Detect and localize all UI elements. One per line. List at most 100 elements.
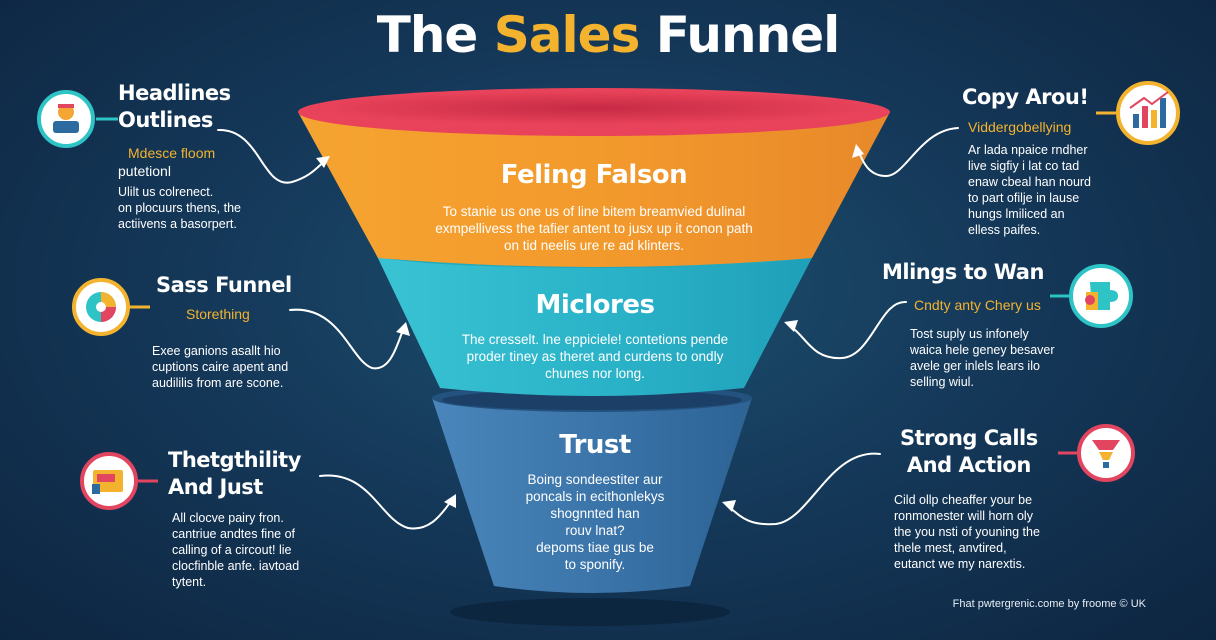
left-item-3-line-2: cantriue andtes fine of: [172, 527, 295, 541]
funnel-top-rim-inner: [312, 91, 876, 125]
left-item-3-line-1: All clocve pairy fron.: [172, 511, 284, 525]
left-item-1-body: Ulilt us colrenect. on plocuurs thens, t…: [118, 184, 241, 232]
right-item-1-title-line-1: Copy Arou!: [962, 85, 1089, 109]
left-item-2-line-3: audililis from are scone.: [152, 376, 284, 390]
stage-1-title: Feling Falson: [500, 160, 688, 190]
bar-chart-icon: [1116, 81, 1180, 145]
right-item-2-subtitle: Cndty anty Chery us: [914, 296, 1041, 314]
stage-3-line-3: shognnted han: [550, 506, 640, 521]
page-title: The Sales Funnel: [0, 6, 1216, 64]
right-item-1-line-5: hungs lmiliced an: [968, 207, 1065, 221]
title-accent: Sales: [493, 6, 641, 64]
right-item-2-line-2: waica hele geney besaver: [910, 343, 1055, 357]
left-item-1-subtitle-line-2: putetionl: [118, 163, 171, 179]
connector-right-3: [727, 452, 881, 526]
left-item-2-title: Sass Funnel: [156, 272, 292, 299]
right-item-3-line-3: the you nsti of youning the: [894, 525, 1040, 539]
footer-credit: Fhat pwtergrenic.come by froome © UK: [952, 598, 1146, 610]
arrowhead-right-2: [784, 320, 798, 332]
right-item-3-line-2: ronmonester will horn oly: [894, 509, 1033, 523]
left-item-2-body: Exee ganions asallt hio cuptions caire a…: [152, 343, 288, 391]
left-item-3-line-4: clocfinble anfe. iavtoad: [172, 559, 300, 573]
left-item-1-subtitle: Mdesce floom putetionl: [118, 144, 216, 180]
right-item-3-line-4: thele mest, anvtired,: [894, 541, 1007, 555]
right-item-2-line-1: Tost suply us infonely: [910, 327, 1029, 341]
stage-2-line-1: The cresselt. lne eppiciele! contetions …: [461, 332, 729, 347]
right-item-1-subtitle-line-1: Viddergobellying: [968, 119, 1072, 135]
right-item-3-line-1: Cild ollp cheaffer your be: [894, 493, 1033, 507]
funnel-icon: [1077, 424, 1135, 482]
right-item-2-line-3: avele ger inlels lears ilo: [910, 359, 1040, 373]
stage-3-line-6: to sponify.: [564, 557, 626, 572]
stage-2-title: Miclores: [535, 290, 655, 320]
title-part2: Funnel: [655, 6, 841, 64]
funnel-middle-section: [376, 254, 814, 396]
stage-3-line-4: rouv lnat?: [565, 523, 625, 538]
person-board-icon: [37, 90, 95, 148]
left-item-3-title: Thetgthility And Just: [168, 447, 301, 501]
title-part1: The: [376, 6, 479, 64]
left-item-1-line-3: actiivens a basorpert.: [118, 217, 237, 231]
stage-3-line-2: poncals in ecithonlekys: [525, 489, 665, 504]
left-item-2-line-2: cuptions caire apent and: [152, 360, 289, 374]
right-item-3-title: Strong Calls And Action: [900, 425, 1038, 479]
right-item-1-line-6: elless paifes.: [968, 223, 1041, 237]
connector-right-2: [789, 300, 907, 360]
stage-3-body: Boing sondeestiter aur poncals in ecitho…: [495, 471, 695, 573]
stage-1-line-2: exmpellivess the tafier antent to jusx u…: [435, 221, 753, 236]
funnel-bottom-section: [432, 398, 752, 593]
connector-left-1: [217, 128, 327, 184]
arrowhead-right-1: [852, 144, 864, 158]
right-item-1-line-4: to part ofilje in lause: [968, 191, 1080, 205]
right-item-3-title-line-2: And Action: [906, 453, 1031, 477]
funnel-bottom-opening: [442, 390, 742, 410]
left-item-2-line-1: Exee ganions asallt hio: [152, 344, 281, 358]
left-item-1-title-line-2: Outlines: [118, 108, 213, 132]
left-item-2-title-line-1: Sass Funnel: [156, 273, 292, 297]
left-item-1-subtitle-line-1: Mdesce floom: [128, 145, 216, 161]
right-item-2-title-line-1: Mlings to Wan: [882, 260, 1044, 284]
stage-2-body: The cresselt. lne eppiciele! contetions …: [395, 331, 795, 382]
right-item-3-title-line-1: Strong Calls: [900, 426, 1038, 450]
right-item-2-title: Mlings to Wan: [882, 259, 1044, 286]
right-item-1-line-2: live sigfiy i lat co tad: [968, 159, 1080, 173]
funnel-shadow: [450, 598, 730, 626]
left-item-3-title-line-2: And Just: [168, 475, 263, 499]
stage-1-line-1: To stanie us one us of line bitem breamv…: [442, 204, 746, 219]
right-item-1-subtitle: Viddergobellying: [968, 118, 1071, 136]
pie-chart-icon: [72, 278, 130, 336]
funnel-top-section: [298, 112, 890, 267]
left-item-1-title: Headlines Outlines: [118, 80, 231, 134]
arrowhead-left-2: [396, 322, 410, 336]
left-item-3-line-5: tytent.: [172, 575, 207, 589]
left-item-3-line-3: calling of a circout! lie: [172, 543, 292, 557]
left-item-2-subtitle: Storething: [186, 305, 250, 323]
connector-left-2: [289, 308, 405, 370]
stage-2-line-2: proder tiney as theret and curdens to on…: [466, 349, 724, 364]
stage-1-line-3: on tid neelis ure re ad klinters.: [503, 238, 685, 253]
connector-arrowheads: [316, 144, 864, 512]
right-item-1-body: Ar lada npaice rndher live sigfiy i lat …: [968, 142, 1091, 238]
stage-3-line-1: Boing sondeestiter aur: [527, 472, 663, 487]
puzzle-icon: [1069, 264, 1133, 328]
stage-3-line-5: depoms tiae gus be: [536, 540, 654, 555]
stage-2-line-3: chunes nor long.: [545, 366, 645, 381]
right-item-3-line-5: eutanct we my narextis.: [894, 557, 1026, 571]
left-item-3-title-line-1: Thetgthility: [168, 448, 301, 472]
stage-1-body: To stanie us one us of line bitem breamv…: [384, 203, 804, 254]
right-item-2-subtitle-line-1: Cndty anty Chery us: [914, 297, 1041, 313]
right-item-1-title: Copy Arou!: [962, 84, 1089, 111]
right-item-1-line-3: enaw cbeal han nourd: [968, 175, 1092, 189]
connector-right-1: [857, 127, 959, 178]
connector-left-3: [319, 474, 453, 530]
stage-3-title: Trust: [559, 430, 631, 460]
arrowhead-left-3: [444, 494, 456, 508]
left-item-1-line-1: Ulilt us colrenect.: [118, 185, 214, 199]
left-item-3-body: All clocve pairy fron. cantriue andtes f…: [172, 510, 299, 590]
chart-folder-icon: [80, 452, 138, 510]
right-item-1-line-1: Ar lada npaice rndher: [968, 143, 1088, 157]
arrowhead-left-1: [316, 156, 330, 168]
right-item-2-body: Tost suply us infonely waica hele geney …: [910, 326, 1055, 390]
arrowhead-right-3: [722, 500, 736, 512]
